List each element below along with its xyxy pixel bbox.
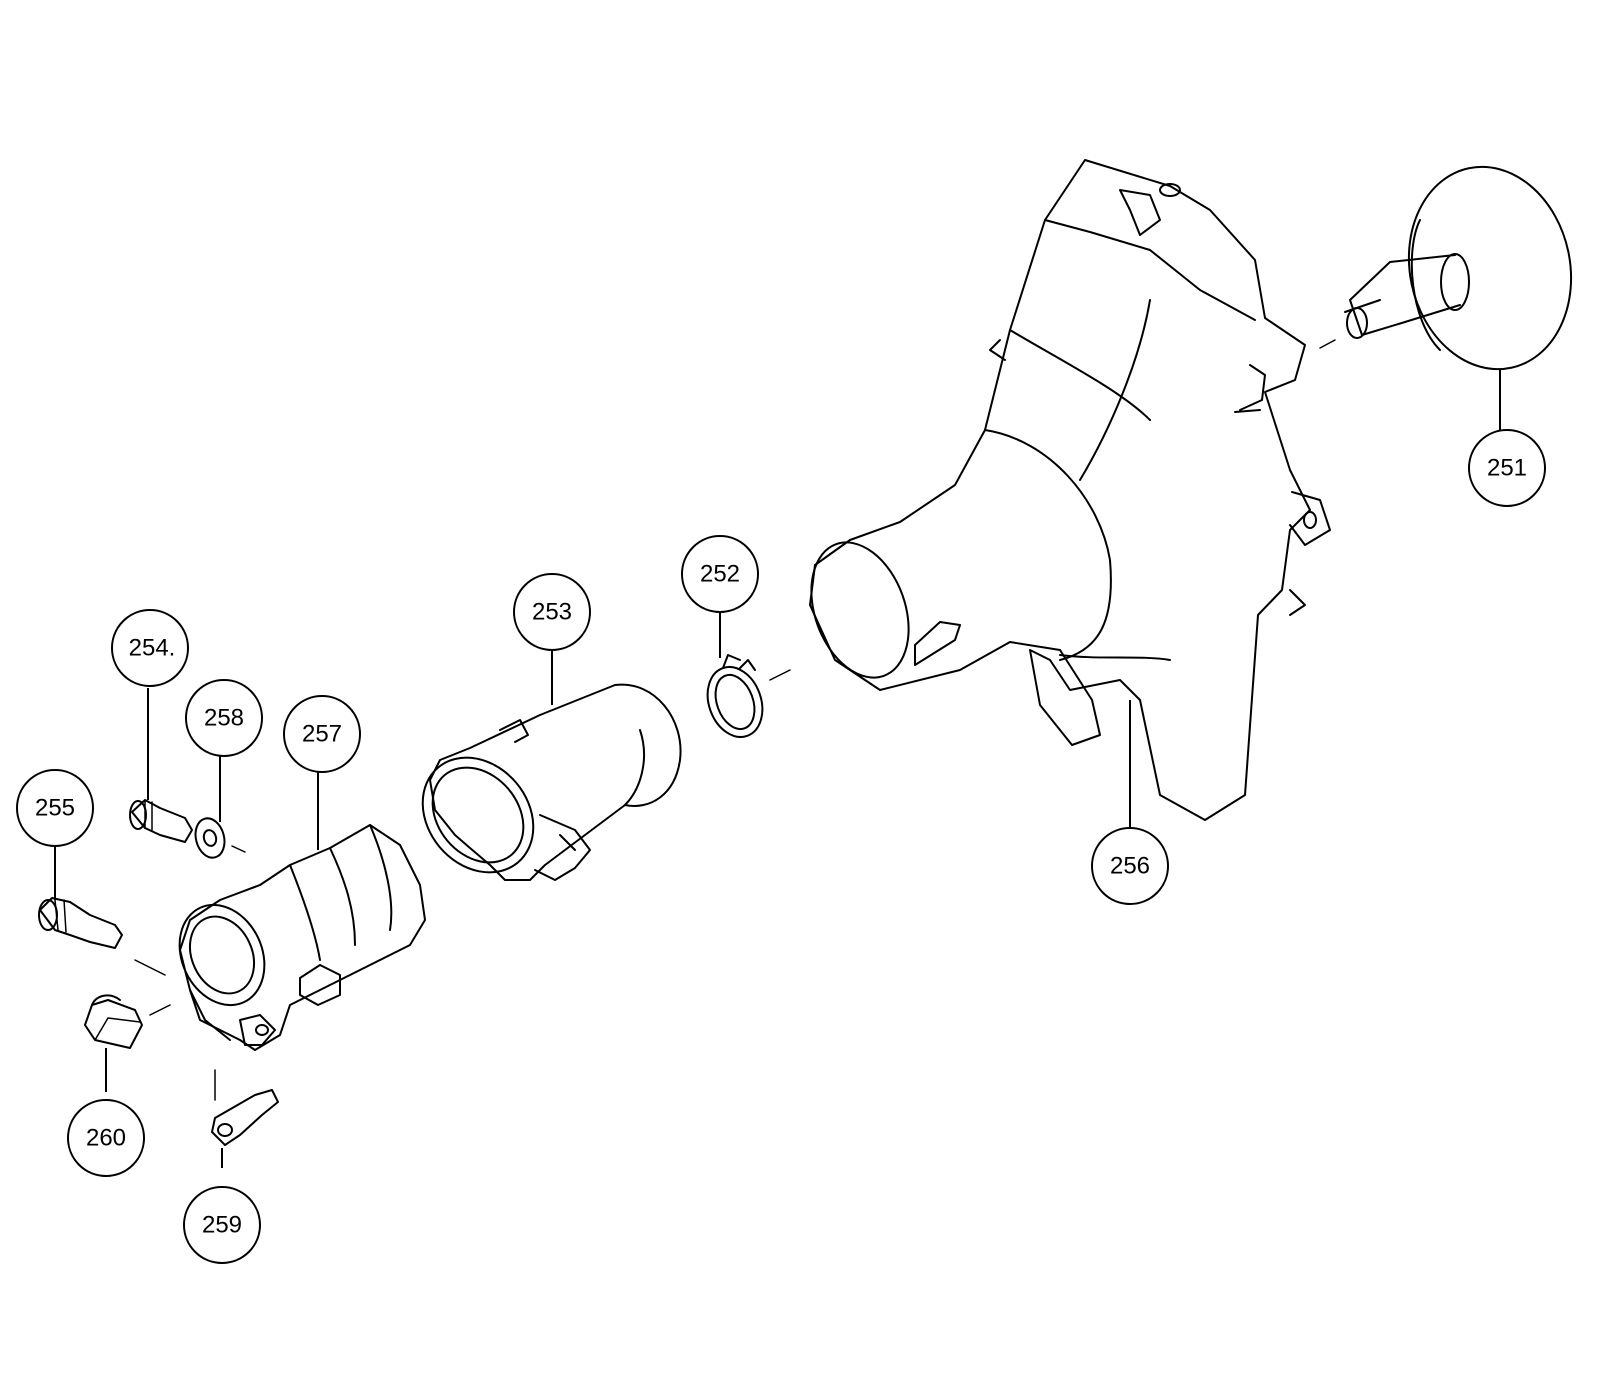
leader-lines <box>54 370 1501 1168</box>
part-256-gear-housing[interactable] <box>769 159 1331 821</box>
callout-253[interactable]: 253 <box>513 573 591 651</box>
part-252-circlip[interactable] <box>698 654 771 745</box>
callout-255-label: 255 <box>35 795 75 822</box>
callout-255[interactable]: 255 <box>16 769 94 847</box>
callout-252-circle <box>681 535 759 613</box>
callout-259[interactable]: 259 <box>183 1186 261 1264</box>
callout-257[interactable]: 257 <box>283 695 361 773</box>
callout-256[interactable]: 256 <box>1091 827 1169 905</box>
callout-258-circle <box>185 679 263 757</box>
callout-254[interactable]: 254. <box>111 609 189 687</box>
part-254-knob-bolt[interactable] <box>129 799 193 843</box>
part-258-washer[interactable] <box>191 815 246 861</box>
callout-258-label: 258 <box>204 705 244 732</box>
callout-259-label: 259 <box>202 1212 242 1239</box>
callout-252-label: 252 <box>700 561 740 588</box>
callout-253-label: 253 <box>532 599 572 626</box>
callout-257-circle <box>283 695 361 773</box>
callout-253-circle <box>513 573 591 651</box>
callout-260-label: 260 <box>86 1125 126 1152</box>
callout-258[interactable]: 258 <box>185 679 263 757</box>
part-260-nut[interactable] <box>84 994 143 1049</box>
callout-260[interactable]: 260 <box>67 1099 145 1177</box>
part-253-sleeve[interactable] <box>400 683 682 895</box>
callout-251-circle <box>1468 429 1546 507</box>
part-257-clamp-body[interactable] <box>149 824 426 1051</box>
callout-251-label: 251 <box>1487 455 1527 482</box>
part-259-lock-plate[interactable] <box>211 1069 279 1146</box>
callout-252[interactable]: 252 <box>681 535 759 613</box>
callout-256-label: 256 <box>1110 853 1150 880</box>
callout-257-label: 257 <box>302 721 342 748</box>
callout-260-circle <box>67 1099 145 1177</box>
callout-259-circle <box>183 1186 261 1264</box>
callout-256-circle <box>1091 827 1169 905</box>
callout-255-circle <box>16 769 94 847</box>
callout-251[interactable]: 251 <box>1468 429 1546 507</box>
callout-254-label: 254. <box>129 635 176 662</box>
callout-254-circle <box>111 609 189 687</box>
part-251-clutch-drum[interactable] <box>1319 152 1589 385</box>
part-255-knob-bolt[interactable] <box>38 897 166 976</box>
